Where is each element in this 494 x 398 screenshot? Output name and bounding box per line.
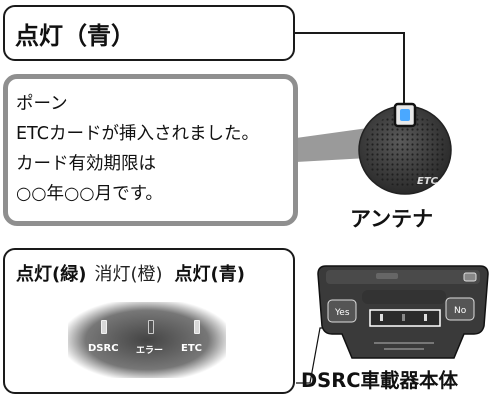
antenna-logo: ETC: [417, 176, 439, 187]
message-line-3: カード有効期限は: [16, 154, 156, 174]
dsrc-unit-illustration: Yes No: [317, 265, 489, 359]
etc-led-status: 点灯(青): [174, 264, 245, 285]
status-title-box: 点灯（青）: [3, 5, 295, 61]
dsrc-led-status: 点灯(緑): [16, 264, 87, 285]
message-line-4: ○○年○○月です。: [16, 184, 163, 204]
yes-button: [327, 299, 357, 323]
led-status-labels: 点灯(緑) 消灯(橙) 点灯(青): [16, 260, 245, 286]
etc-led-label: ETC: [181, 343, 202, 354]
no-button: [445, 297, 475, 321]
no-button-label: No: [454, 306, 467, 316]
error-led: [148, 320, 154, 334]
message-line-2: ETCカードが挿入されました。: [16, 124, 259, 144]
dsrc-unit-label: DSRC車載器本体: [301, 369, 459, 392]
announcement-callout: ポーン ETCカードが挿入されました。 カード有効期限は ○○年○○月です。: [3, 74, 298, 226]
dsrc-led: [101, 320, 107, 334]
etc-led: [194, 320, 200, 334]
dsrc-led-label: DSRC: [88, 343, 119, 354]
callout-pointer: [296, 128, 368, 162]
antenna-illustration: ETC: [358, 102, 452, 195]
title-connector-line: [295, 32, 405, 103]
error-led-label: エラー: [136, 346, 164, 356]
status-title: 点灯（青）: [15, 21, 135, 50]
antenna-label: アンテナ: [350, 207, 434, 231]
message-line-1: ポーン: [16, 94, 68, 114]
error-led-status: 消灯(橙): [94, 264, 163, 285]
yes-button-label: Yes: [334, 308, 350, 318]
led-panel: [68, 302, 226, 378]
